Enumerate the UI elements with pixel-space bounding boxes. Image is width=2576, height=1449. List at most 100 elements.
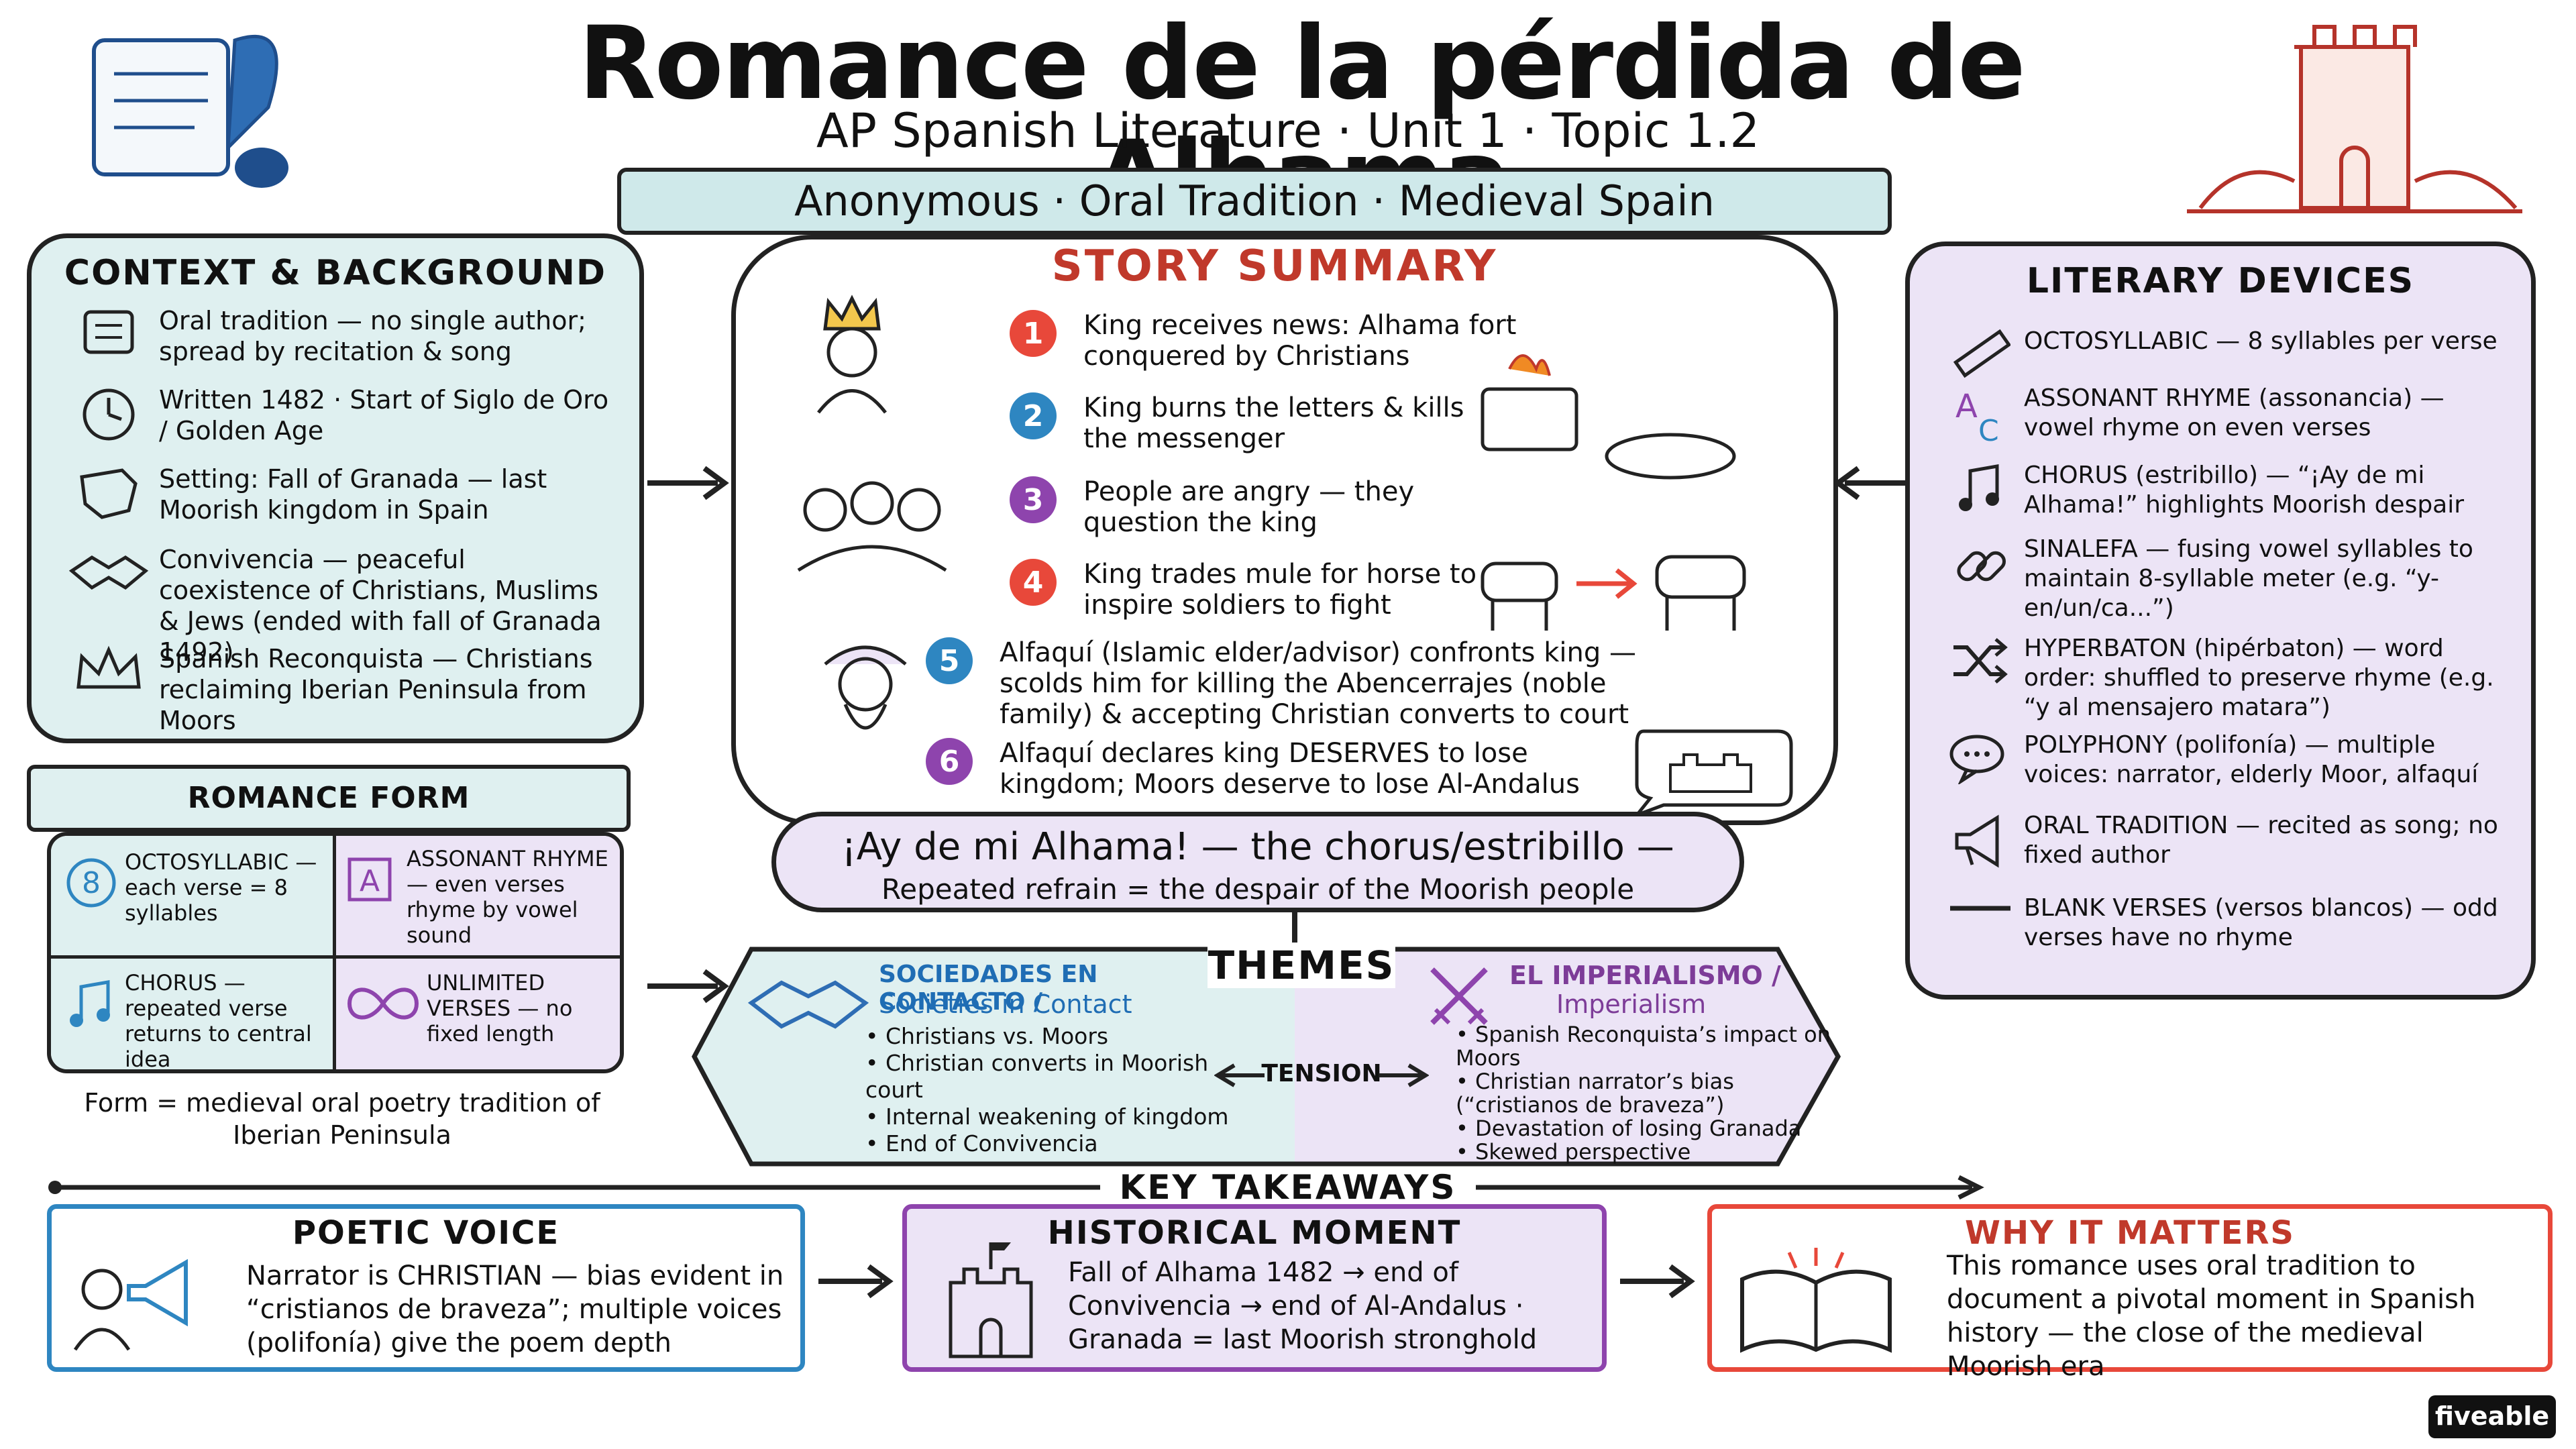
device-item: POLYPHONY (polifonía) — multiple voices:… [1937, 731, 2511, 790]
list-item: • Christians vs. Moors [865, 1023, 1109, 1049]
devices-panel: LITERARY DEVICES OCTOSYLLABIC — 8 syllab… [1905, 241, 2536, 1000]
takeaway-card-historical-moment: HISTORICAL MOMENT Fall of Alhama 1482 → … [902, 1204, 1607, 1372]
context-title: CONTEXT & BACKGROUND [64, 253, 607, 293]
context-item: Convivencia — peaceful coexistence of Ch… [58, 544, 619, 667]
context-item: Written 1482 · Start of Siglo de Oro / G… [58, 384, 619, 446]
takeaway-card-why-it-matters: WHY IT MATTERS This romance uses oral tr… [1707, 1204, 2553, 1382]
theme-right-title: EL IMPERIALISMO / [1509, 961, 1781, 990]
megaphone-icon [1955, 814, 1999, 868]
theme-right-subtitle: Imperialism [1556, 989, 1707, 1019]
devices-title: LITERARY DEVICES [2026, 261, 2415, 301]
music-note-icon [70, 980, 110, 1027]
list-item: • Skewed perspective [1456, 1139, 1691, 1165]
tension-arrows-icon [1214, 1063, 1429, 1087]
story-title: STORY SUMMARY [1051, 241, 1498, 291]
story-step-4: 4 King trades mule for horse to inspire … [1010, 559, 1493, 621]
story-step-3: 3 People are angry — they question the k… [1010, 476, 1493, 538]
list-item: • End of Convivencia [865, 1130, 1098, 1157]
context-item: Spanish Reconquista — Christians reclaim… [58, 643, 619, 736]
list-item: • Christian converts in Moorish court [865, 1050, 1209, 1103]
brand-logo: fiveable [2428, 1395, 2556, 1438]
crossed-swords-icon [1430, 967, 1488, 1025]
device-item: CHORUS (estribillo) — “¡Ay de mi Alhama!… [1937, 461, 2511, 520]
king-icon [817, 294, 887, 414]
tension-label: TENSION [1261, 1060, 1382, 1087]
theme-left-bullets: • Christians vs. Moors • Christian conve… [865, 1023, 1241, 1157]
letters-ac-icon: AC [1955, 388, 1999, 444]
form-note: Form = medieval oral poetry tradition of… [84, 1088, 600, 1150]
clock-icon [83, 388, 135, 441]
device-item: BLANK VERSES (versos blancos) — odd vers… [1937, 894, 2511, 953]
takeaway-card-poetic-voice: POETIC VOICE Narrator is CHRISTIAN — bia… [47, 1204, 805, 1372]
music-note-icon [1959, 464, 1999, 511]
theme-right-bullets: • Spanish Reconquista’s impact on Moors … [1456, 1023, 1831, 1164]
form-grid: 8 OCTOSYLLABIC — each verse = 8 syllable… [47, 832, 624, 1073]
chorus-bubble: ¡Ay de mi Alhama! — the chorus/estribill… [771, 812, 1744, 912]
header-banner: Anonymous · Oral Tradition · Medieval Sp… [617, 168, 1892, 235]
theme-left-title: SOCIEDADES EN CONTACTO / [879, 961, 1098, 1016]
arrow-right-icon [647, 969, 729, 1004]
ruler-icon [1953, 329, 2010, 378]
scroll-icon [83, 310, 134, 354]
svg-text:A: A [360, 864, 380, 898]
chorus-subline: Repeated refrain = the despair of the Mo… [881, 873, 1635, 906]
crown-icon [76, 645, 141, 689]
svg-text:8: 8 [82, 866, 101, 900]
shuffle-icon [1953, 638, 2008, 684]
eight-icon: 8 [66, 858, 116, 908]
device-item: HYPERBATON (hipérbaton) — word order: sh… [1937, 634, 2511, 722]
infinity-icon [347, 987, 419, 1020]
arrow-left-icon [1833, 466, 1915, 500]
takeaway-text: This romance uses oral tradition to docu… [1947, 1250, 2476, 1382]
svg-text:A: A [1955, 388, 1978, 425]
chorus-line: ¡Ay de mi Alhama! — the chorus/estribill… [841, 825, 1674, 869]
story-step-5: 5 Alfaquí (Islamic elder/advisor) confro… [926, 637, 1664, 730]
takeaway-text: Narrator is CHRISTIAN — bias evident in … [246, 1260, 784, 1358]
castle-icon [949, 1242, 1033, 1358]
list-item: • Spanish Reconquista’s impact on Moors [1456, 1022, 1831, 1071]
page-subtitle: AP Spanish Literature · Unit 1 · Topic 1… [816, 103, 1760, 158]
device-item: SINALEFA — fusing vowel syllables to mai… [1937, 535, 2511, 623]
list-item: • Devastation of losing Granada [1456, 1116, 1802, 1141]
mule-to-horse-icon [1481, 555, 1746, 631]
takeaway-text: Fall of Alhama 1482 → end of Convivencia… [1068, 1257, 1538, 1355]
context-panel: CONTEXT & BACKGROUND Oral tradition — no… [27, 233, 644, 743]
arrow-right-icon [818, 1264, 894, 1299]
list-item: • Internal weakening of kingdom [865, 1104, 1229, 1130]
list-item: • Christian narrator’s bias (“cristianos… [1456, 1069, 1734, 1118]
device-item: OCTOSYLLABIC — 8 syllables per verse [1937, 327, 2511, 380]
theme-left-subtitle: Societies in Contact [879, 989, 1132, 1019]
chain-link-icon [1957, 551, 2006, 582]
dash-icon [1950, 906, 2010, 911]
fortress-bubble-icon [1631, 729, 1793, 818]
castle-tower-icon [2187, 25, 2522, 213]
takeaways-title: KEY TAKEAWAYS [1100, 1167, 1476, 1208]
context-item: Oral tradition — no single author; sprea… [58, 305, 619, 367]
letter-a-icon: A [347, 857, 392, 902]
burning-letters-icon [1481, 354, 1736, 480]
scroll-quill-icon [92, 34, 288, 188]
handshake-icon [747, 980, 869, 1029]
spain-map-icon [80, 468, 138, 519]
megaphone-person-icon [73, 1258, 188, 1351]
takeaways-line [48, 1175, 1984, 1200]
device-item: ORAL TRADITION — recited as song; no fix… [1937, 811, 2511, 871]
takeaway-title: WHY IT MATTERS [1965, 1214, 2295, 1252]
open-book-icon [1740, 1248, 1892, 1353]
takeaway-title: HISTORICAL MOMENT [1047, 1214, 1462, 1252]
angry-crowd-icon [797, 481, 947, 572]
speech-bubbles-icon [1949, 735, 2004, 784]
handshake-icon [68, 555, 149, 590]
story-step-1: 1 King receives news: Alhama fort conque… [1010, 310, 1600, 372]
takeaway-title: POETIC VOICE [292, 1214, 560, 1252]
context-item: Setting: Fall of Granada — last Moorish … [58, 464, 619, 525]
story-step-6: 6 Alfaquí declares king DESERVES to lose… [926, 738, 1610, 800]
arrow-right-icon [1620, 1264, 1695, 1299]
themes-title: THEMES [1208, 943, 1395, 988]
arrow-right-icon [647, 466, 729, 500]
alfaqui-icon [824, 645, 907, 730]
form-title: ROMANCE FORM CHARACTERISTICS [27, 765, 631, 874]
themes-hexagon [692, 947, 1841, 1167]
story-step-2: 2 King burns the letters & kills the mes… [1010, 392, 1493, 454]
